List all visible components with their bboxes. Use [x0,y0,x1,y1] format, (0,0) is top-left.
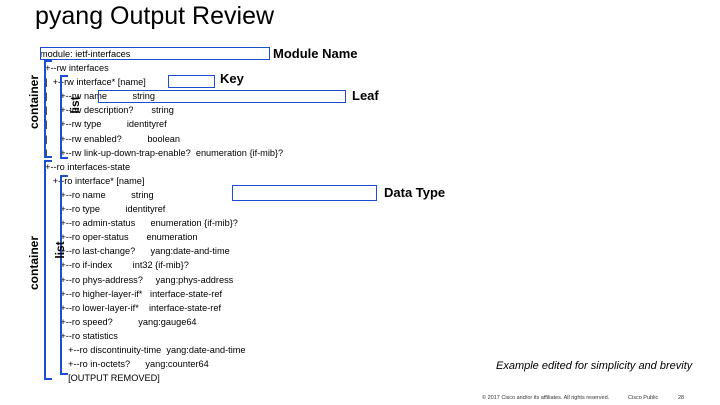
tree-line: | +--rw description? string [40,105,174,116]
list-bracket-bottom [60,175,68,375]
tree-line: | +--rw name string [40,91,155,102]
slide-title: pyang Output Review [35,2,275,30]
tree-line: +--ro lower-layer-if* interface-state-re… [40,302,221,313]
tree-line: | +--rw link-up-down-trap-enable? enumer… [40,147,284,158]
list-label-top: list [68,96,82,114]
footer-page-number: 28 [678,395,685,401]
container-bracket-top [44,60,52,158]
module-name-box [40,47,270,60]
container-label-bottom: container [27,236,41,291]
tree-line: +--ro phys-address? yang:phys-address [40,274,234,285]
key-callout: Key [220,71,244,86]
module-name-callout: Module Name [273,46,358,61]
data-type-box [232,185,377,201]
footer-classification: Cisco Public [628,395,659,401]
leaf-callout: Leaf [352,88,379,103]
list-bracket-top [60,75,68,159]
tree-line: +--ro speed? yang:gauge64 [40,316,197,327]
tree-line: +--ro admin-status enumeration {if-mib}? [40,218,238,229]
tree-line: +--ro interfaces-state [40,161,131,172]
tree-line: +--ro interface* [name] [40,175,145,186]
tree-line: +--ro if-index int32 {if-mib}? [40,260,189,271]
tree-line: +--ro last-change? yang:date-and-time [40,246,230,257]
container-bracket-bottom [44,160,52,380]
tree-line: | +--rw type identityref [40,119,167,130]
tree-line: +--ro higher-layer-if* interface-state-r… [40,288,223,299]
pyang-tree-output: module: ietf-interfaces +--rw interfaces… [40,47,283,385]
data-type-callout: Data Type [384,185,446,200]
tree-line: +--ro discontinuity-time yang:date-and-t… [40,344,246,355]
list-label-bottom: list [53,241,67,259]
tree-line: +--ro in-octets? yang:counter64 [40,359,209,370]
tree-line: +--ro name string [40,189,154,200]
tree-line: +--ro type identityref [40,204,166,215]
edited-note: Example edited for simplicity and brevit… [496,360,693,372]
footer-copyright: © 2017 Cisco and/or its affiliates. All … [482,395,610,401]
tree-line: +--ro oper-status enumeration [40,232,198,243]
tree-line: | +--rw enabled? boolean [40,133,181,144]
tree-line: +--rw interfaces [40,63,109,74]
leaf-box [98,90,346,103]
tree-line: | +--rw interface* [name] [40,77,146,88]
tree-line: [OUTPUT REMOVED] [40,373,160,384]
container-label-top: container [27,75,41,130]
key-box [168,75,215,88]
tree-line: +--ro statistics [40,330,118,341]
tree-line: module: ietf-interfaces [40,49,131,59]
